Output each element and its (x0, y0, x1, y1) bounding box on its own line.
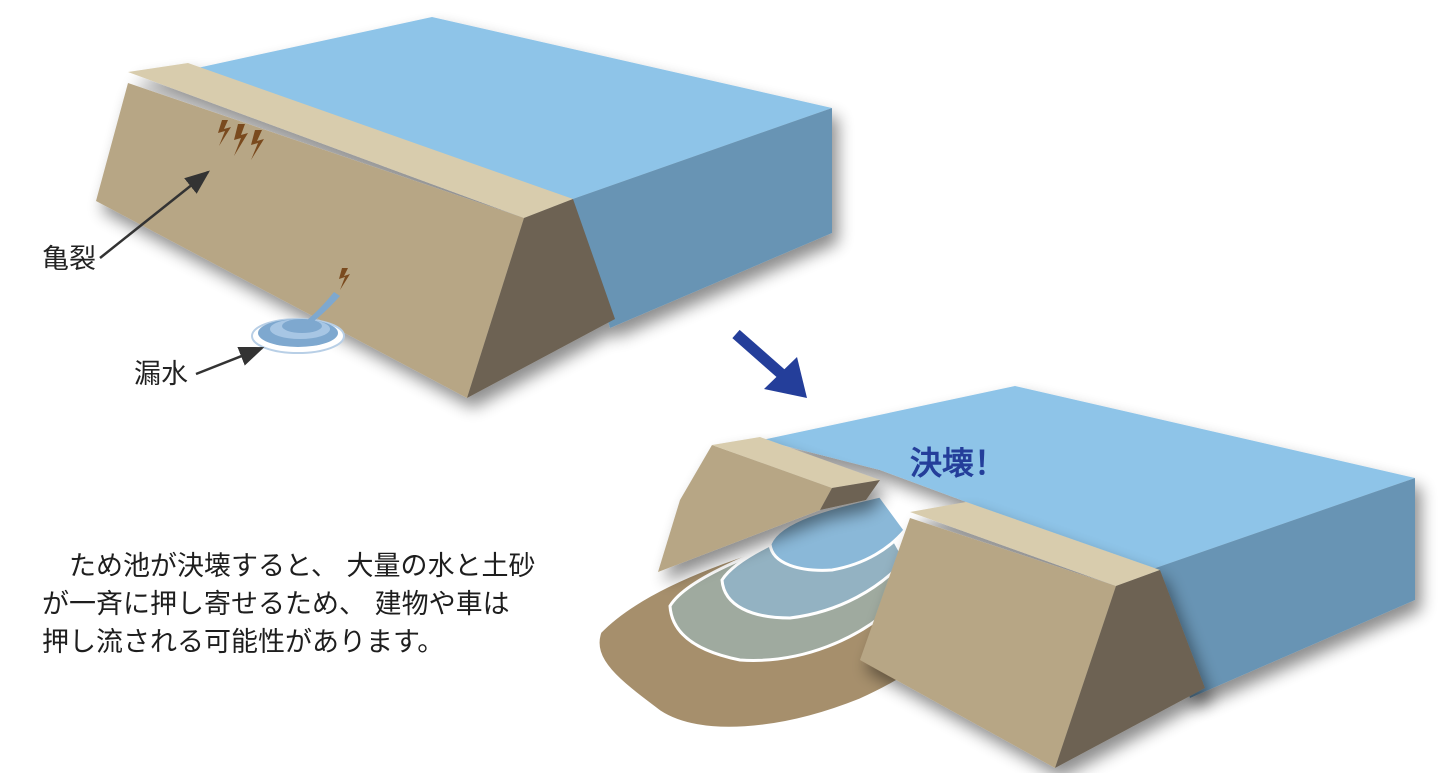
burst-pond (762, 386, 1415, 698)
water-side (1150, 478, 1415, 698)
water-surface (762, 386, 1415, 570)
leak-water (251, 292, 345, 354)
water-side (573, 108, 832, 328)
crack-marks (218, 120, 350, 290)
burst-label: 決壊！ (910, 444, 1007, 482)
flood-outflow (596, 494, 952, 730)
broken-embankment-left (658, 437, 880, 572)
leak-pointer (195, 346, 265, 376)
transition-arrow-icon (732, 329, 807, 398)
crack-label: 亀裂 (42, 244, 96, 275)
water-surface (188, 17, 832, 199)
intact-pond (96, 17, 832, 398)
description-line: 押し流される可能性があります。 (42, 627, 445, 658)
crack-pointer (99, 170, 210, 259)
description-text: ため池が決壊すると、 大量の水と土砂 が一斉に押し寄せるため、 建物や車は 押し… (42, 548, 536, 662)
embankment-end (467, 199, 615, 398)
embankment-top (128, 63, 573, 218)
description-line: ため池が決壊すると、 大量の水と土砂 (42, 551, 536, 582)
leak-label: 漏水 (134, 359, 188, 390)
description-line: が一斉に押し寄せるため、 建物や車は (42, 589, 510, 620)
broken-embankment-right (860, 502, 1205, 768)
embankment-slope (96, 83, 524, 398)
